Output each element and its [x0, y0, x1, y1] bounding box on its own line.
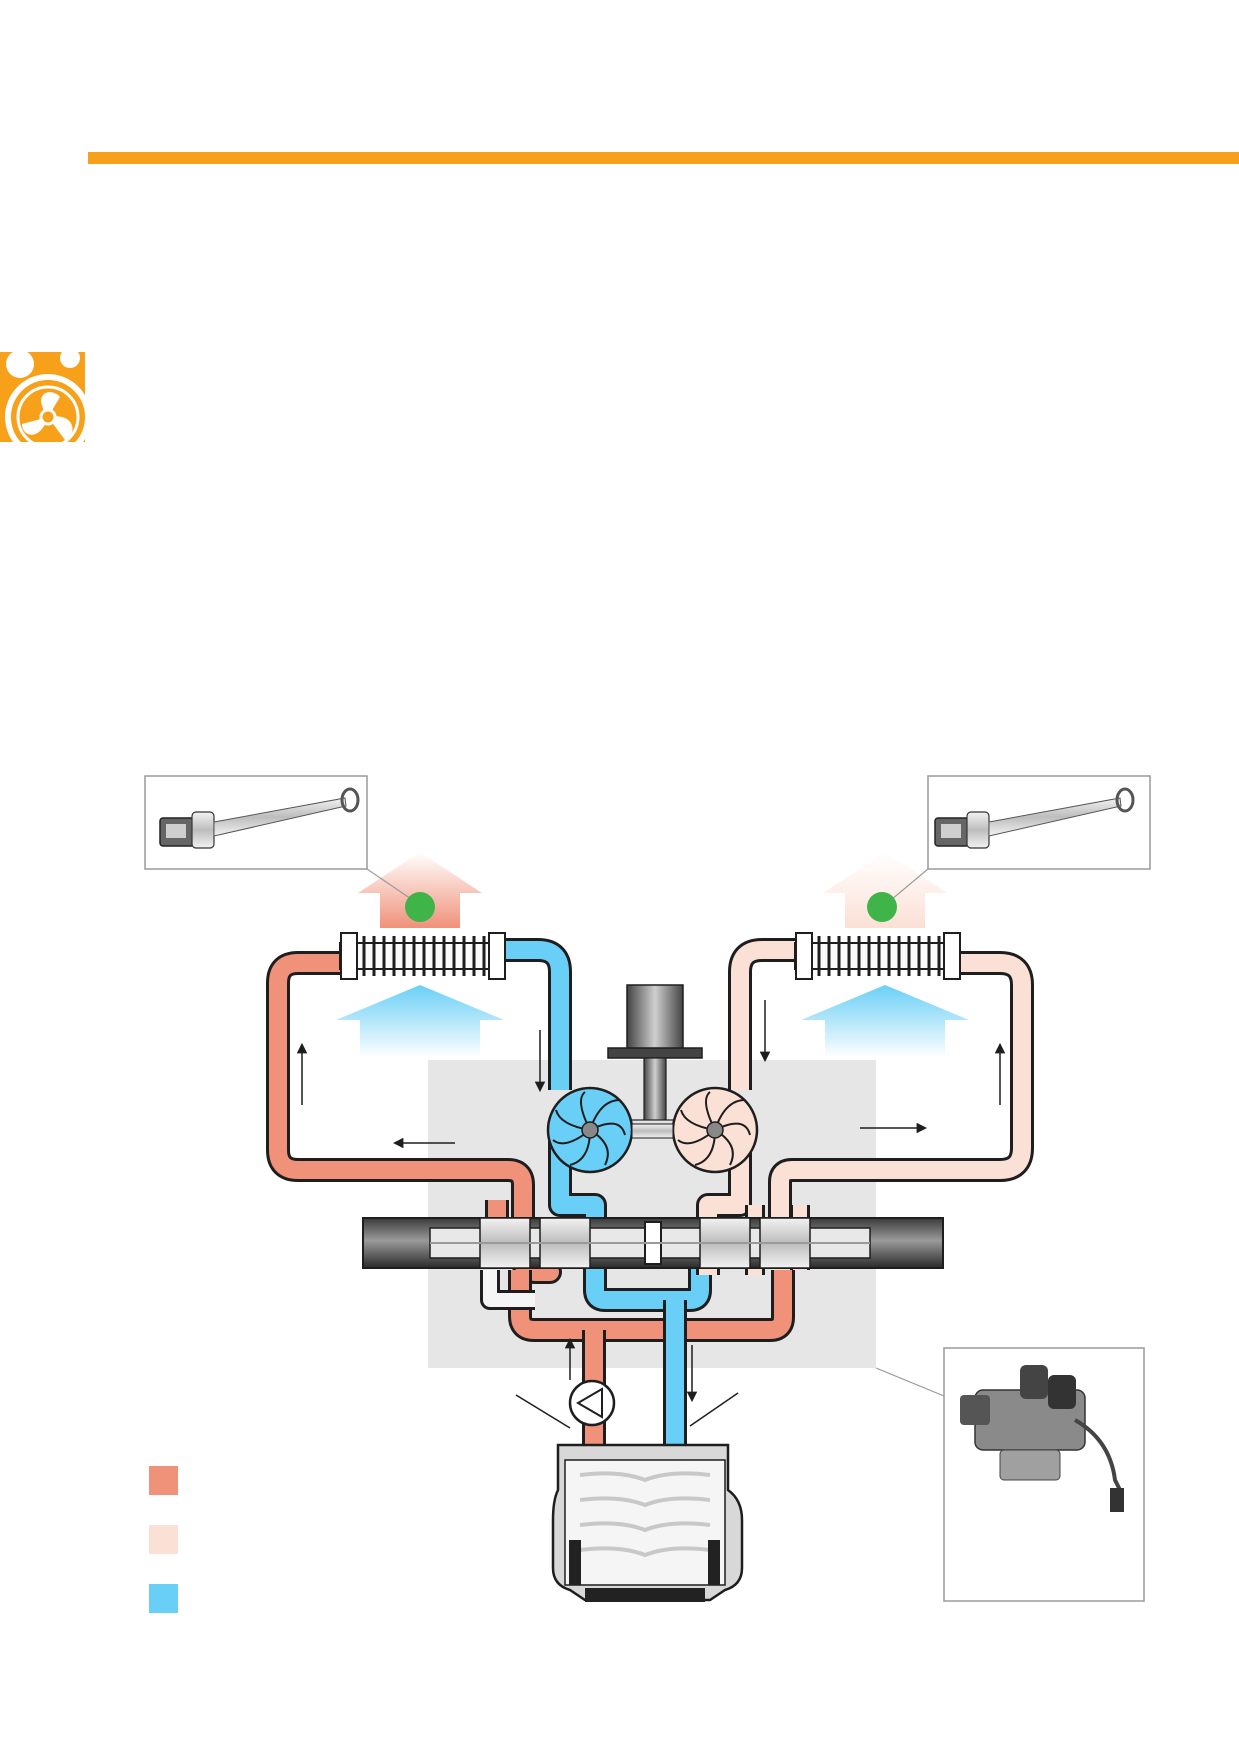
cold-airflow-arrow-right — [801, 985, 969, 1058]
cold-airflow-arrow-left — [336, 985, 504, 1058]
temperature-sensor-left — [144, 775, 435, 922]
cold-circuit — [505, 938, 712, 1450]
sensor-dot-left — [405, 892, 435, 922]
valve-coupling — [631, 1123, 674, 1139]
legend-swatch-warm — [149, 1525, 178, 1554]
legend-swatch-hot — [149, 1466, 178, 1495]
legend-swatch-cold — [149, 1584, 178, 1613]
warm-airflow-arrow-right — [823, 852, 947, 928]
coolant-pump — [515, 1379, 739, 1429]
control-shaft — [362, 1217, 944, 1269]
legend — [149, 1466, 178, 1613]
temperature-sensor-right — [867, 775, 1151, 922]
flow-arrows — [296, 1000, 1006, 1403]
heat-exchanger-right — [794, 932, 961, 980]
valve-unit-photo — [875, 1347, 1145, 1602]
sensor-dot-right — [867, 892, 897, 922]
rotary-valve-cold — [546, 1086, 634, 1174]
heat-exchanger-left — [339, 932, 506, 980]
rotary-valve-warm — [671, 1086, 759, 1174]
fan-icon — [0, 352, 85, 442]
engine-block — [551, 1443, 744, 1602]
header-accent-rule — [88, 152, 1239, 164]
warm-airflow-arrow-left — [358, 852, 482, 928]
